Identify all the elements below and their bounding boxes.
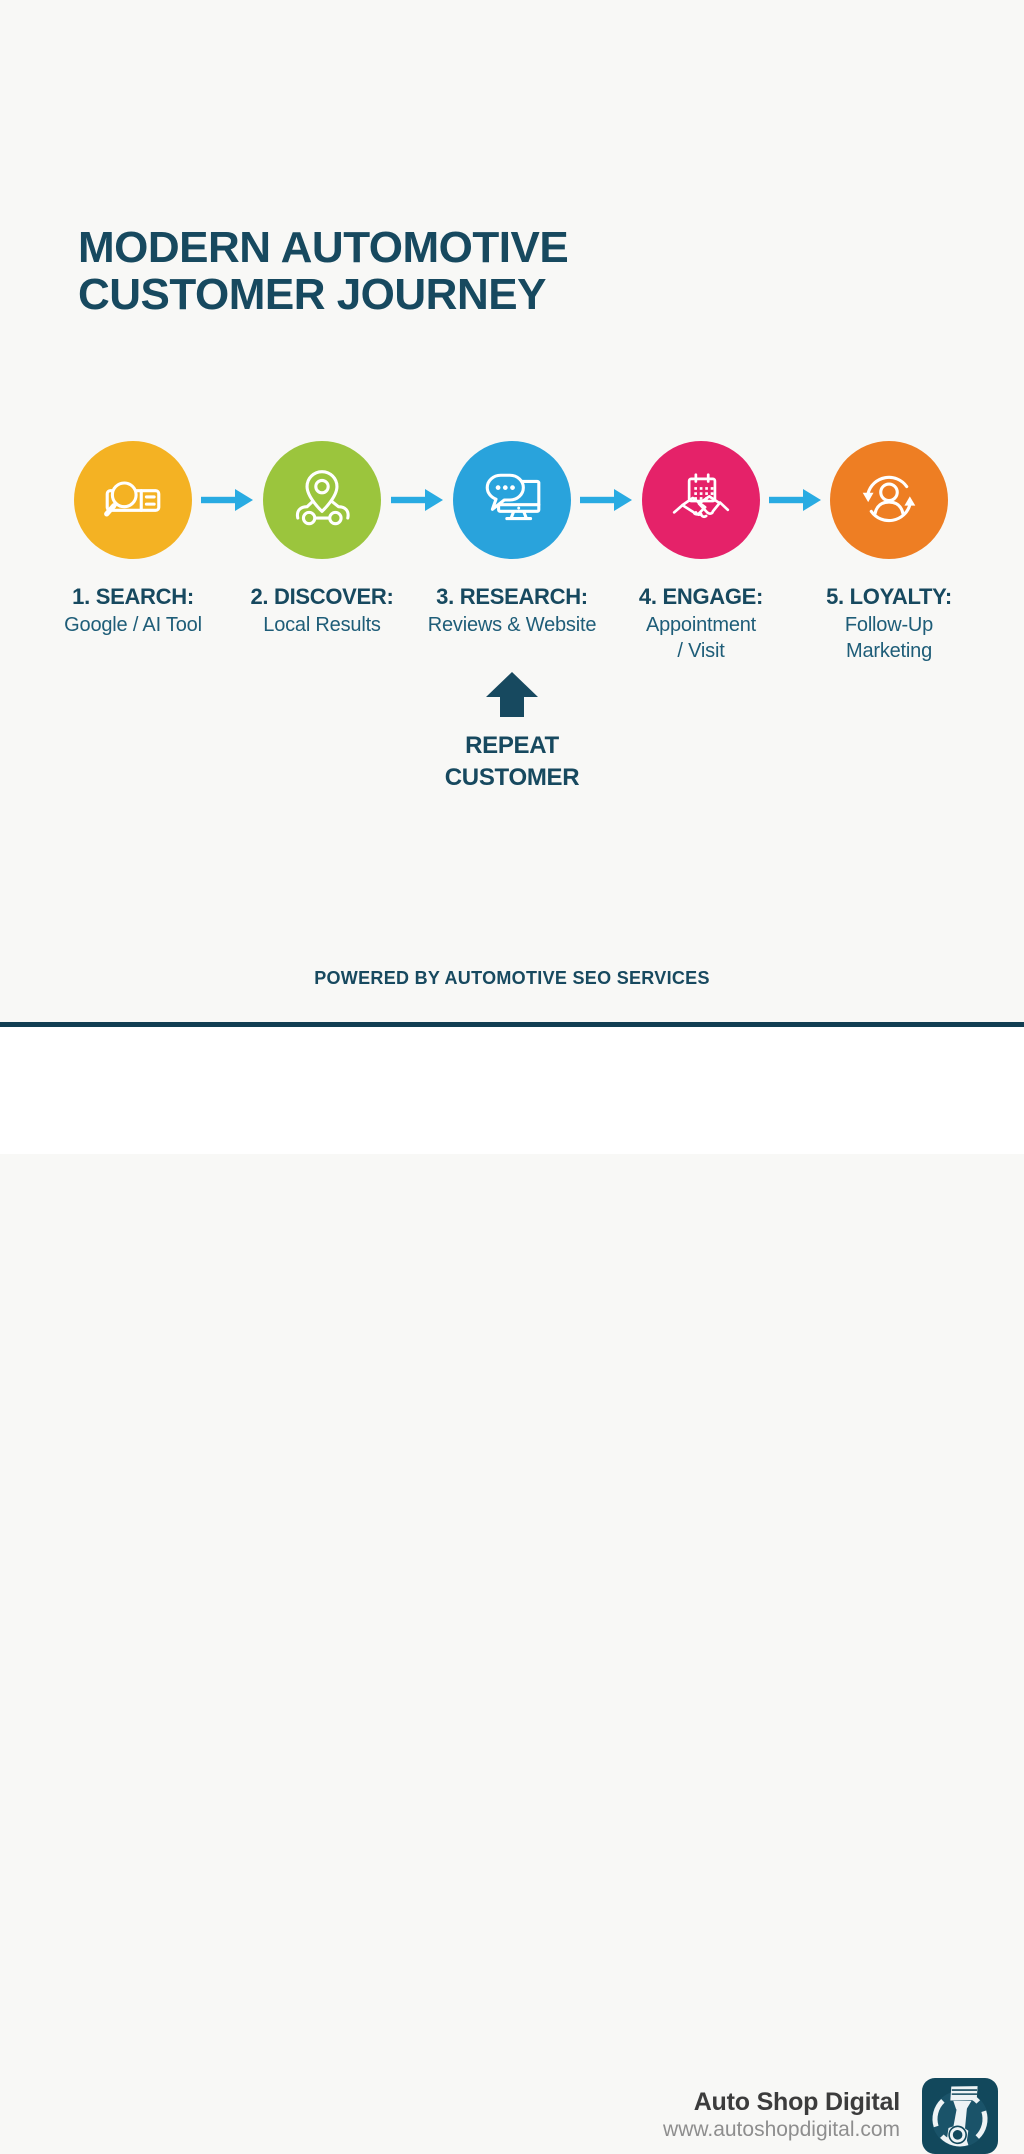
step-sublabel: Google / AI Tool (38, 612, 228, 638)
person-loyalty-loop-icon (862, 475, 916, 523)
page-title-line2: CUSTOMER JOURNEY (78, 270, 546, 319)
step-label: 5. LOYALTY: (826, 584, 952, 609)
flow-arrow-icon (769, 489, 821, 511)
footer-divider (0, 1022, 1024, 1027)
journey-step-research: 3. RESEARCH: Reviews & Website (417, 441, 607, 638)
flow-arrow-icon (201, 489, 253, 511)
journey-step-loyalty: 5. LOYALTY: Follow-Up Marketing (794, 441, 984, 664)
step-label: 3. RESEARCH: (436, 584, 588, 609)
brand-name: Auto Shop Digital (693, 2088, 900, 2116)
repeat-up-arrow-icon (486, 672, 538, 717)
journey-step-search: 1. SEARCH: Google / AI Tool (38, 441, 228, 638)
step-label: 2. DISCOVER: (250, 584, 394, 609)
step-label: 4. ENGAGE: (638, 584, 764, 609)
step-subline: Appointment (645, 614, 757, 636)
chat-monitor-icon (485, 473, 541, 521)
step-label: 1. SEARCH: (72, 584, 194, 609)
flow-arrow-icon (580, 489, 632, 511)
journey-step-discover: 2. DISCOVER: Local Results (227, 441, 417, 638)
journey-step-engage: 4. ENGAGE: Appointment / Visit (606, 441, 796, 664)
page-title: MODERN AUTOMOTIVE CUSTOMER JOURNEY (78, 223, 569, 319)
step-circle-loyalty (830, 441, 948, 559)
repeat-line2: CUSTOMER (444, 764, 580, 791)
step-sublabel: Local Results (227, 612, 417, 638)
step-circle-discover (263, 441, 381, 559)
step-sublabel: Reviews & Website (417, 612, 607, 638)
step-circle-search (74, 441, 192, 559)
step-sublabel: Follow-Up Marketing (794, 612, 984, 664)
repeat-line1: REPEAT (465, 732, 559, 759)
brand-block: Auto Shop Digital www.autoshopdigital.co… (663, 2087, 900, 2143)
footer-bar: Auto Shop Digital www.autoshopdigital.co… (0, 1027, 1024, 2154)
brand-url: www.autoshopdigital.com (663, 2118, 900, 2141)
powered-by-text: POWERED BY AUTOMOTIVE SEO SERVICES (314, 968, 710, 988)
step-subline: Local Results (263, 614, 381, 636)
step-subline: Follow-Up (844, 614, 934, 636)
step-subline: Marketing (845, 640, 932, 662)
step-circle-engage (642, 441, 760, 559)
search-magnifier-icon (104, 481, 161, 517)
calendar-handshake-icon (672, 473, 730, 519)
step-circle-research (453, 441, 571, 559)
repeat-customer-label: REPEAT CUSTOMER (412, 730, 612, 794)
step-subline: Google / AI Tool (64, 614, 202, 636)
journey-flow: 1. SEARCH: Google / AI Tool 2. DISCOVER:… (0, 441, 1024, 691)
step-sublabel: Appointment / Visit (606, 612, 796, 664)
flow-arrow-icon (391, 489, 443, 511)
piston-logo-icon (922, 2078, 998, 2154)
step-subline: Reviews & Website (427, 614, 597, 636)
car-location-pin-icon (295, 470, 350, 526)
step-subline: / Visit (677, 640, 725, 662)
page-title-line1: MODERN AUTOMOTIVE (78, 223, 569, 272)
